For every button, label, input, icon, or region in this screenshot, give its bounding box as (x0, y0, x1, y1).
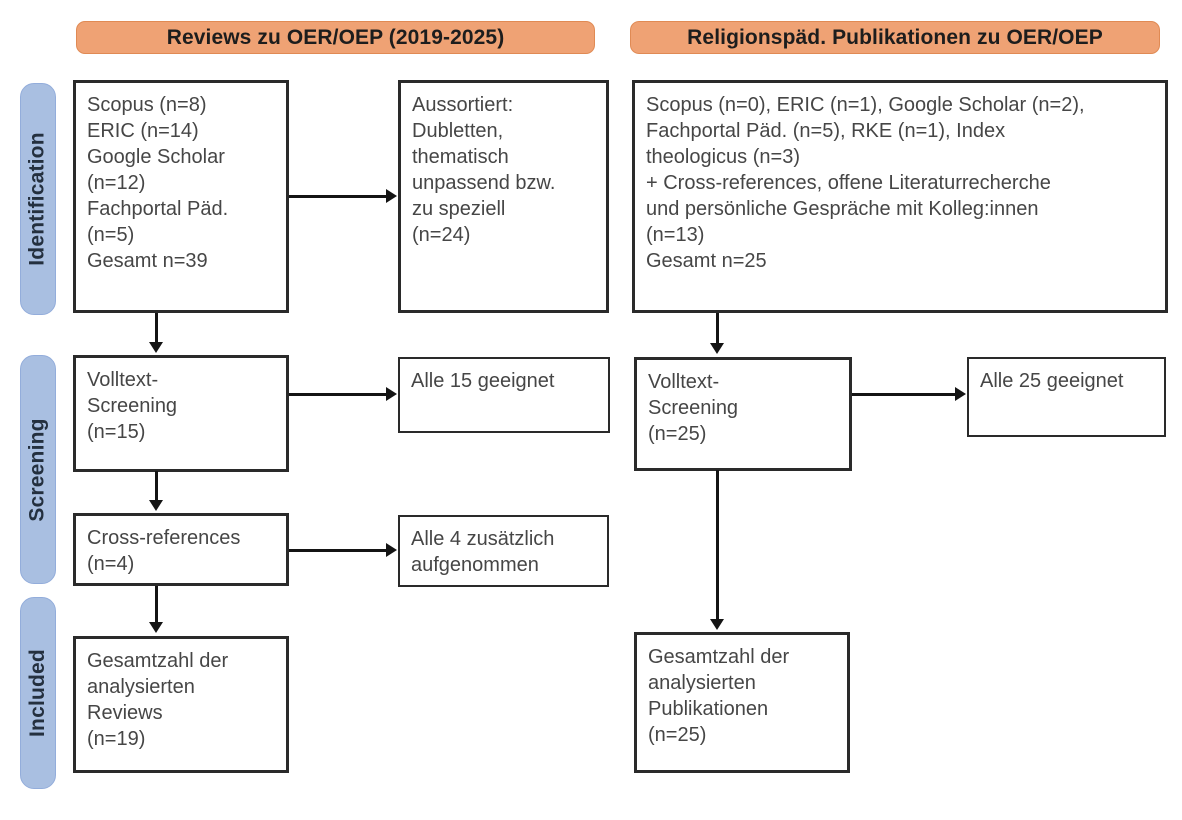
arrow-left-screening-to-result (386, 387, 397, 401)
arrow-left-crossref-to-included (149, 622, 163, 633)
left-identification-sources-box: Scopus (n=8) ERIC (n=14) Google Scholar … (73, 80, 289, 313)
left-included-total-box: Gesamtzahl der analysierten Reviews (n=1… (73, 636, 289, 773)
connector-left-screening-to-result (289, 393, 388, 396)
stage-label-included-text: Included (26, 649, 50, 737)
arrow-right-screening-to-included (710, 619, 724, 630)
arrow-right-screening-to-result (955, 387, 966, 401)
left-excluded-box: Aussortiert: Dubletten, thematisch unpas… (398, 80, 609, 313)
column-header-publications: Religionspäd. Publikationen zu OER/OEP (630, 21, 1160, 54)
connector-left-id-to-excluded (289, 195, 388, 198)
stage-label-included: Included (20, 597, 56, 789)
connector-left-crossref-to-result (289, 549, 388, 552)
stage-label-identification-text: Identification (26, 132, 49, 266)
connector-right-screening-to-result (852, 393, 957, 396)
arrow-left-id-to-screening (149, 342, 163, 353)
stage-label-screening: Screening (20, 355, 56, 584)
left-screening-result-box: Alle 15 geeignet (398, 357, 610, 433)
arrow-right-id-to-screening (710, 343, 724, 354)
connector-left-screening-to-crossref (155, 471, 158, 501)
stage-label-screening-text: Screening (26, 417, 49, 522)
stage-label-identification: Identification (20, 83, 56, 315)
arrow-left-id-to-excluded (386, 189, 397, 203)
right-screening-result-box: Alle 25 geeignet (967, 357, 1166, 437)
connector-right-screening-to-included (716, 470, 719, 620)
left-crossreferences-box: Cross-references (n=4) (73, 513, 289, 586)
column-header-reviews: Reviews zu OER/OEP (2019-2025) (76, 21, 595, 54)
right-included-total-box: Gesamtzahl der analysierten Publikatione… (634, 632, 850, 773)
arrow-left-crossref-to-result (386, 543, 397, 557)
connector-right-id-to-screening (716, 313, 719, 344)
left-crossreferences-result-box: Alle 4 zusätzlich aufgenommen (398, 515, 609, 587)
connector-left-crossref-to-included (155, 586, 158, 623)
connector-left-id-to-screening (155, 313, 158, 343)
arrow-left-screening-to-crossref (149, 500, 163, 511)
right-identification-sources-box: Scopus (n=0), ERIC (n=1), Google Scholar… (632, 80, 1168, 313)
right-fulltext-screening-box: Volltext- Screening (n=25) (634, 357, 852, 471)
left-fulltext-screening-box: Volltext- Screening (n=15) (73, 355, 289, 472)
